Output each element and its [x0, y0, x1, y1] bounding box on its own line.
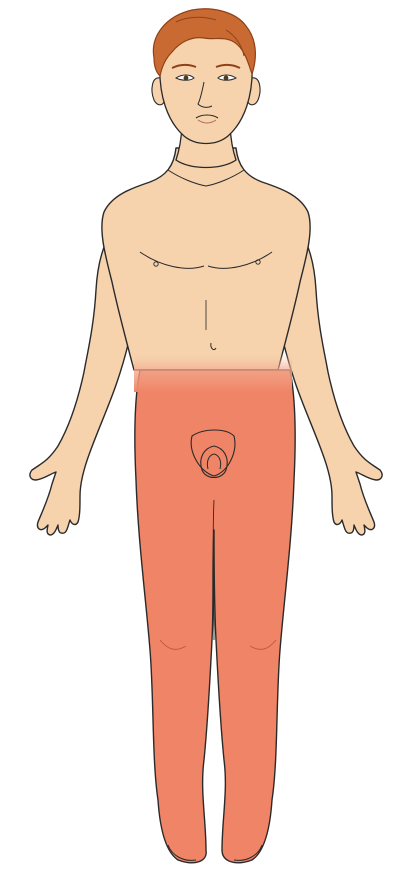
waist-gradient-band	[134, 352, 292, 392]
torso	[102, 148, 310, 370]
head	[152, 9, 260, 144]
